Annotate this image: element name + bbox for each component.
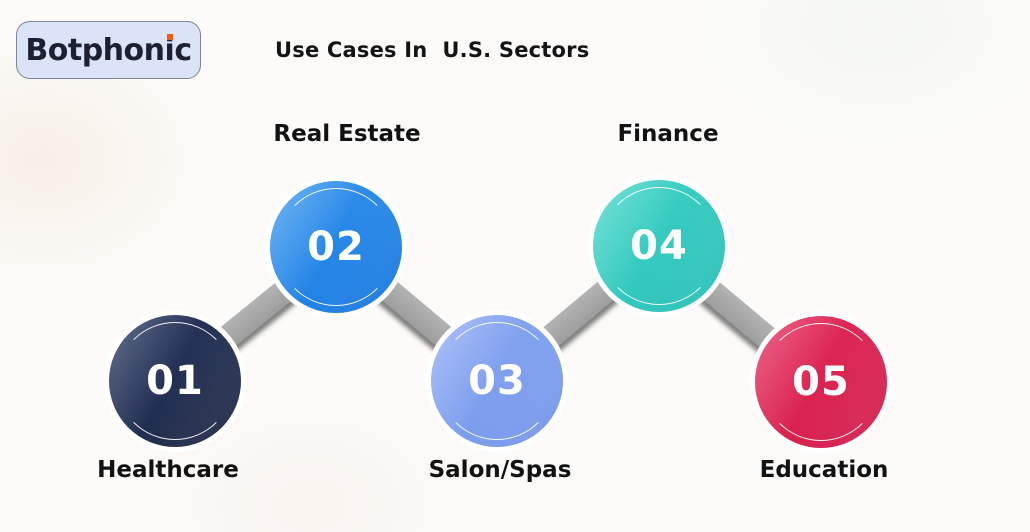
label-salon-spas: Salon/Spas	[428, 457, 572, 483]
step-circle-03-fill: 03	[431, 315, 563, 447]
label-finance: Finance	[617, 121, 719, 147]
step-circle-05: 05	[750, 311, 892, 453]
step-circle-04-fill: 04	[593, 180, 725, 312]
step-number: 01	[146, 358, 204, 404]
label-real-estate: Real Estate	[273, 121, 421, 147]
step-circle-01: 01	[104, 310, 246, 452]
label-education: Education	[759, 457, 889, 483]
step-number: 05	[792, 359, 850, 405]
step-circle-02: 02	[265, 176, 407, 318]
step-number: 03	[468, 358, 526, 404]
step-circle-02-fill: 02	[270, 181, 402, 313]
page-title: Use Cases In U.S. Sectors	[275, 38, 590, 62]
step-circle-03: 03	[426, 310, 568, 452]
step-number: 02	[307, 224, 365, 270]
step-circle-05-fill: 05	[755, 316, 887, 448]
label-healthcare: Healthcare	[97, 457, 239, 483]
step-circle-04: 04	[588, 175, 730, 317]
step-number: 04	[630, 223, 688, 269]
botphonic-logo: Botphonic	[16, 21, 201, 79]
logo-orange-dot: i	[164, 32, 175, 68]
botphonic-logo-text: Botphonic	[25, 32, 192, 68]
step-circle-01-fill: 01	[109, 315, 241, 447]
